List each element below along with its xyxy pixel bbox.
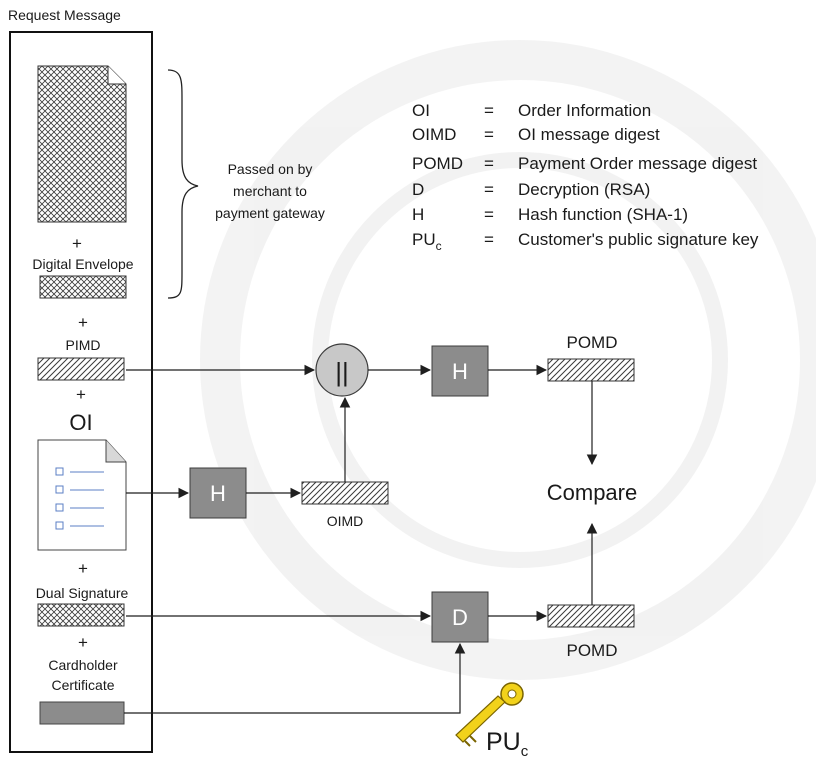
glossary-equals: = (484, 230, 494, 249)
brace-note-line3: payment gateway (215, 205, 325, 221)
glossary-row: D = Decryption (RSA) (412, 180, 650, 199)
plus-sign: + (78, 559, 88, 578)
certificate-to-decrypt-arrow (124, 642, 466, 714)
pomd-bottom-label: POMD (567, 641, 618, 660)
oimd-label: OIMD (327, 513, 364, 529)
hash-function-label: H (210, 481, 226, 506)
hash-function-box (431, 345, 489, 397)
pimd-label: PIMD (66, 337, 101, 353)
request-message-panel (9, 31, 153, 753)
request-message-title: Request Message (8, 7, 121, 23)
glossary-definition: Decryption (RSA) (518, 180, 650, 199)
glossary-term: PUc (412, 230, 442, 253)
pimd-block (37, 357, 125, 381)
pomd-top-block (547, 358, 635, 382)
hash-function-label: H (452, 359, 468, 384)
plus-sign: + (72, 234, 82, 253)
glossary-definition: Order Information (518, 101, 651, 120)
glossary-equals: = (484, 154, 494, 173)
decryption-label: D (452, 605, 468, 630)
document-fold-icon (107, 66, 126, 85)
glossary-term: POMD (412, 154, 463, 173)
background-watermark (200, 40, 816, 680)
glossary: OI = Order Information OIMD = OI message… (412, 101, 759, 253)
glossary-equals: = (484, 180, 494, 199)
plus-sign: + (78, 633, 88, 652)
glossary-definition: Customer's public signature key (518, 230, 759, 249)
pomd-bottom-block (547, 604, 635, 628)
checklist-icon (55, 467, 104, 530)
oimd-block (301, 481, 389, 505)
dual-signature-label: Dual Signature (36, 585, 129, 601)
glossary-definition: Hash function (SHA-1) (518, 205, 688, 224)
plus-sign: + (78, 313, 88, 332)
glossary-definition: OI message digest (518, 125, 660, 144)
glossary-equals: = (484, 125, 494, 144)
glossary-term: OIMD (412, 125, 456, 144)
digital-envelope-label: Digital Envelope (32, 256, 133, 272)
dual-signature-block (37, 603, 125, 627)
glossary-term: D (412, 180, 424, 199)
decryption-box (431, 591, 489, 643)
cardholder-certificate-label-line1: Cardholder (48, 657, 118, 673)
customer-public-key-label: PUc (486, 728, 529, 760)
glossary-row: OI = Order Information (412, 101, 651, 120)
compare-label: Compare (547, 480, 637, 505)
payment-info-document (37, 65, 127, 223)
glossary-row: OIMD = OI message digest (412, 125, 660, 144)
brace-icon (167, 69, 199, 299)
concatenation-label: || (335, 357, 349, 387)
brace-note-line2: merchant to (233, 183, 307, 199)
glossary-definition: Payment Order message digest (518, 154, 757, 173)
glossary-row: H = Hash function (SHA-1) (412, 205, 688, 224)
glossary-term: OI (412, 101, 430, 120)
document-fold-icon (105, 440, 126, 463)
digital-envelope-block (39, 275, 127, 299)
glossary-row: POMD = Payment Order message digest (412, 154, 757, 173)
glossary-term: H (412, 205, 424, 224)
key-icon (455, 682, 524, 747)
plus-sign: + (76, 385, 86, 404)
pomd-top-label: POMD (567, 333, 618, 352)
oi-label: OI (69, 410, 92, 435)
brace-note-line1: Passed on by (228, 161, 313, 177)
glossary-equals: = (484, 205, 494, 224)
glossary-equals: = (484, 101, 494, 120)
glossary-row: PUc = Customer's public signature key (412, 230, 759, 253)
cardholder-certificate-label-line2: Certificate (51, 677, 114, 693)
cardholder-certificate-block (39, 701, 125, 725)
